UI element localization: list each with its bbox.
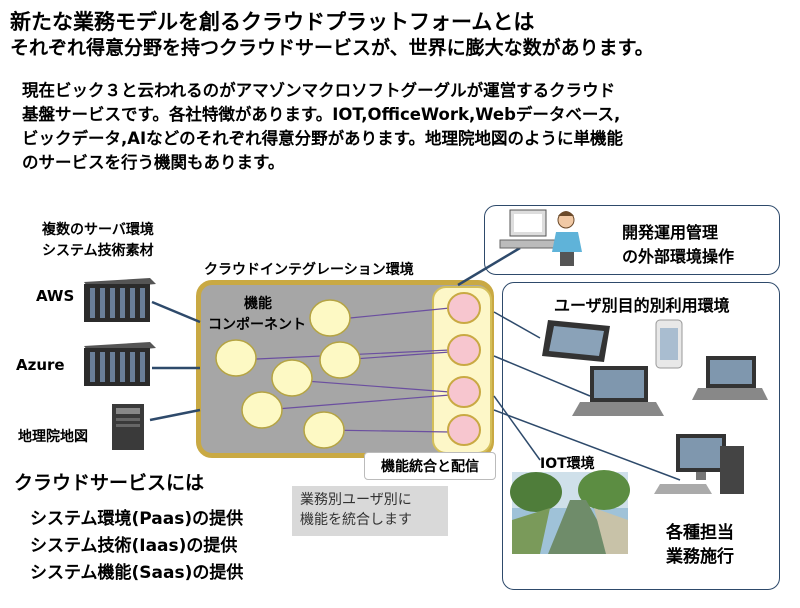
tablet-icon <box>542 320 610 362</box>
component-label-line2: コンポーネント <box>208 317 306 333</box>
integration-note: 業務別ユーザ別に 機能を統合します <box>292 486 448 536</box>
cloud-service-item: システム機能(Saas)の提供 <box>30 563 244 583</box>
servers-heading-line1: 複数のサーバ環境 <box>42 222 154 238</box>
iot-label: IOT環境 <box>540 456 595 472</box>
laptop-icon <box>572 366 664 416</box>
page-subtitle: それぞれ得意分野を持つクラウドサービスが、世界に膨大な数があります。 <box>10 37 654 59</box>
note-line: 機能を統合します <box>300 512 412 528</box>
server-rack-icon <box>84 342 156 386</box>
devops-label-line1: 開発運用管理 <box>622 223 719 242</box>
server-label-azure: Azure <box>16 356 65 374</box>
component-node <box>241 391 283 429</box>
intro-paragraph: 現在ビック３と云われるのがアマゾンマクロソフトグーグルが運営するクラウド 基盤サ… <box>22 79 782 175</box>
output-node <box>447 414 481 446</box>
component-node <box>271 359 313 397</box>
page-title: 新たな業務モデルを創るクラウドプラットフォームとは <box>10 10 535 34</box>
connector-laptop <box>493 355 591 397</box>
connector-devops <box>457 246 521 287</box>
note-line: 業務別ユーザ別に <box>300 492 412 508</box>
intro-line: のサービスを行う機関もあります。 <box>22 153 285 172</box>
intro-line: 現在ビック３と云われるのがアマゾンマクロソフトグーグルが運営するクラウド <box>22 81 616 100</box>
component-node <box>303 411 345 449</box>
tower-server-icon <box>112 404 144 450</box>
connector-aws <box>151 300 201 324</box>
intro-line: 基盤サービスです。各社特徴があります。IOT,OfficeWork,Webデータ… <box>22 105 621 124</box>
connector-iot <box>493 395 541 461</box>
user-env-heading: ユーザ別目的別利用環境 <box>554 296 730 315</box>
component-node <box>215 339 257 377</box>
output-node <box>447 292 481 324</box>
component-label-line1: 機能 <box>244 296 272 312</box>
integration-heading: クラウドインテグレーション環境 <box>204 262 414 278</box>
smartphone-icon <box>655 319 683 369</box>
developer-icon <box>499 209 582 266</box>
cloud-services-heading: クラウドサービスには <box>14 472 205 494</box>
cloud-service-item: システム環境(Paas)の提供 <box>30 509 244 529</box>
cloud-service-item: システム技術(Iaas)の提供 <box>30 536 238 556</box>
laptop-icon <box>692 356 768 400</box>
servers-heading-line2: システム技術素材 <box>42 243 154 259</box>
desktop-pc-icon <box>654 434 744 494</box>
connector-gsi <box>149 408 201 422</box>
output-node <box>447 334 481 366</box>
iot-photo <box>510 470 630 554</box>
connector-tablet <box>493 311 541 339</box>
server-label-aws: AWS <box>36 287 75 305</box>
connector-desktop <box>493 409 681 481</box>
devops-label-line2: の外部環境操作 <box>622 247 735 266</box>
server-rack-icon <box>84 278 156 322</box>
component-node <box>319 341 361 379</box>
business-label-line2: 業務施行 <box>666 547 734 567</box>
integrate-deliver-label: 機能統合と配信 <box>364 452 496 480</box>
output-node <box>447 376 481 408</box>
intro-line: ビックデータ,AIなどのそれぞれ得意分野があります。地理院地図のように単機能 <box>22 129 624 148</box>
business-label-line1: 各種担当 <box>666 523 734 543</box>
server-label-gsi-map: 地理院地図 <box>18 429 88 445</box>
component-node <box>309 299 351 337</box>
